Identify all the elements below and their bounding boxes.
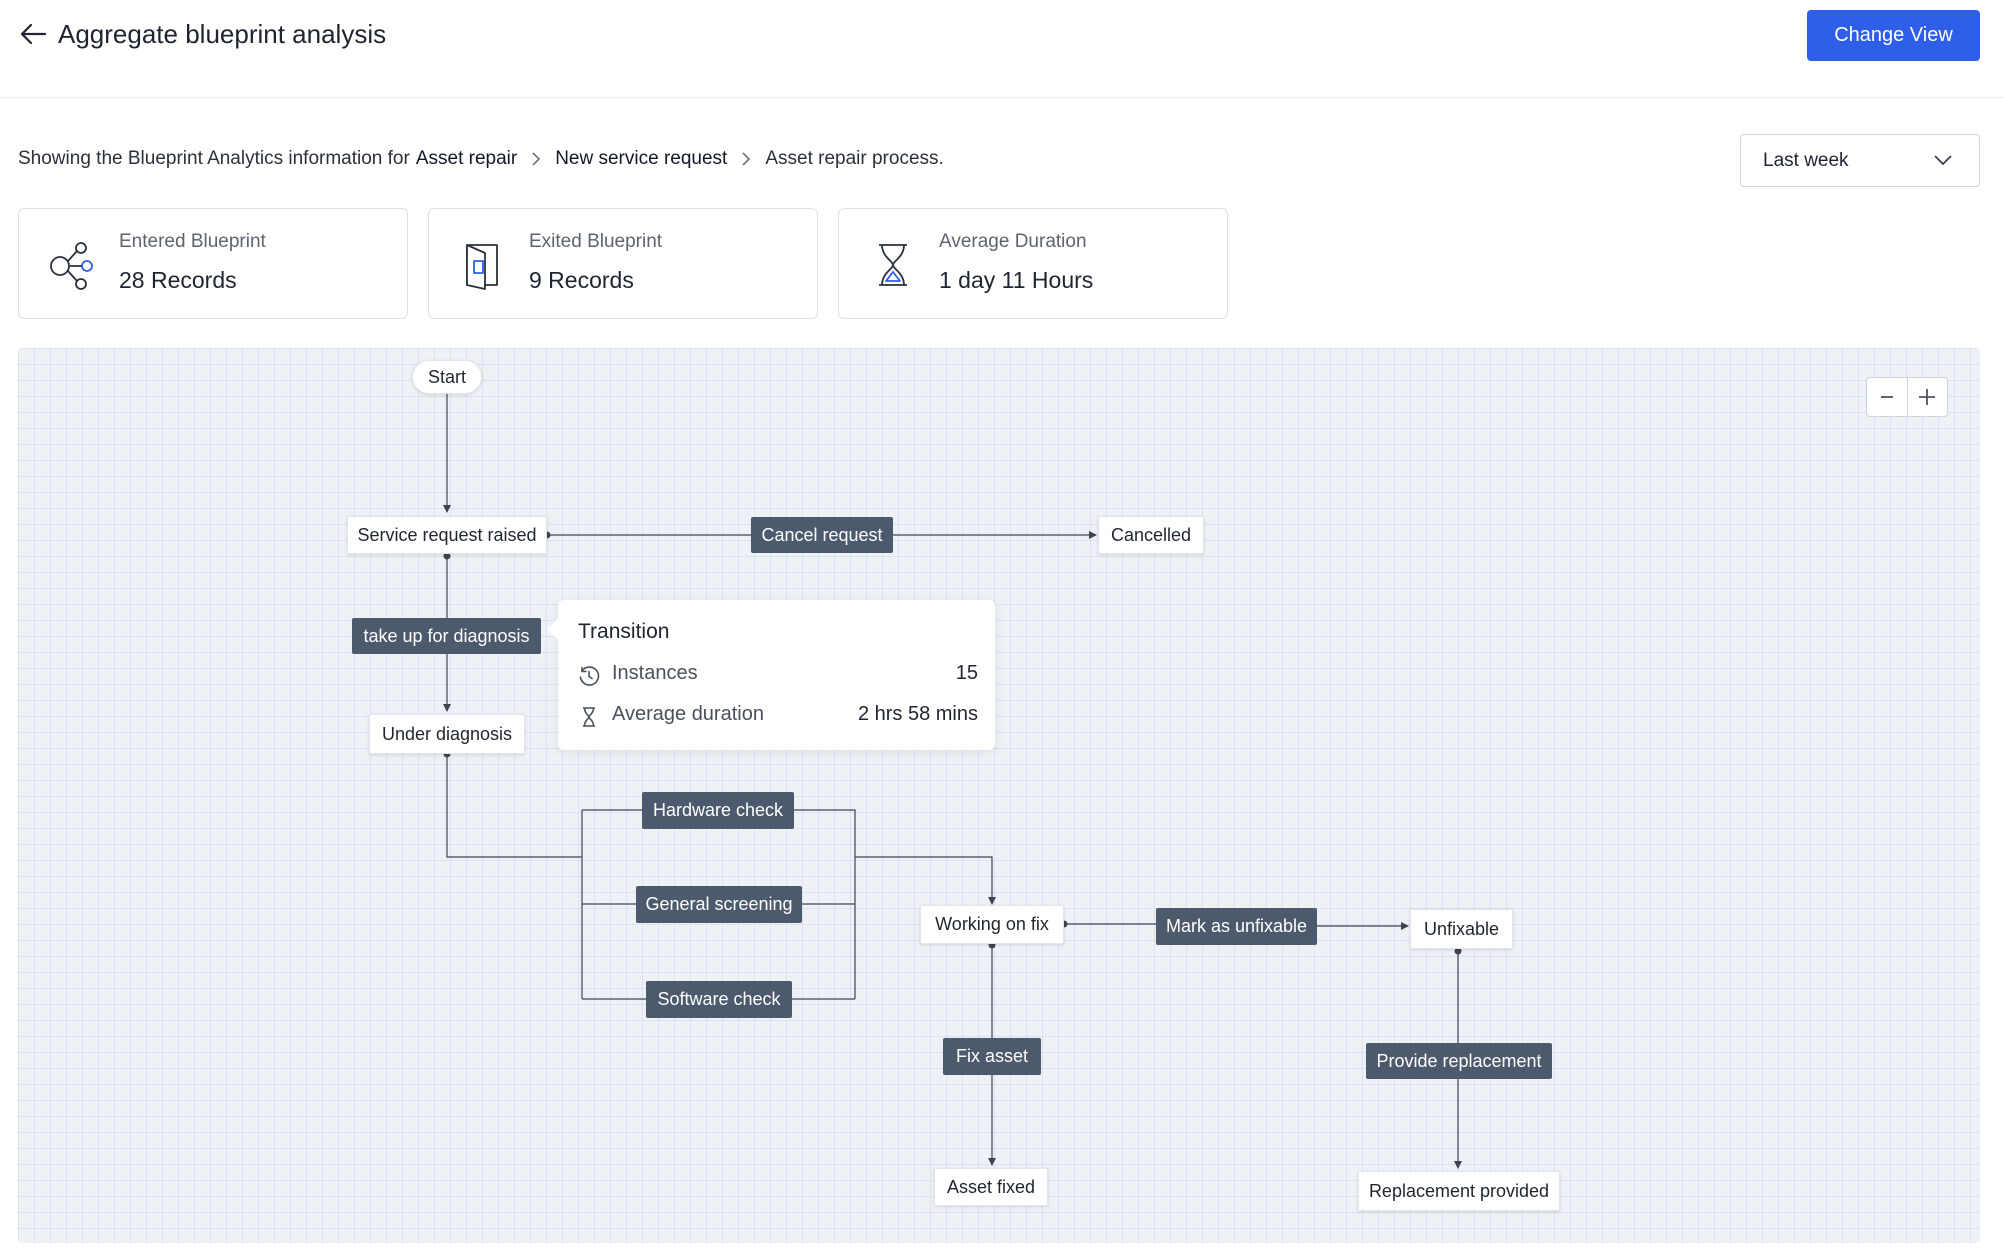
zoom-out-button[interactable] [1867,378,1907,416]
blueprint-canvas[interactable]: Start Service request raised Cancelled U… [18,348,1980,1243]
hourglass-icon [578,706,600,728]
transition-hardware-check[interactable]: Hardware check [642,792,794,829]
chevron-right-icon [739,152,753,166]
stat-value: 9 Records [529,267,634,293]
state-working-on-fix[interactable]: Working on fix [920,905,1064,944]
tooltip-instances-value: 15 [955,662,978,684]
breadcrumb-prefix: Showing the Blueprint Analytics informat… [18,148,410,169]
plus-icon [1919,389,1936,405]
hourglass-icon [867,239,919,291]
share-nodes-icon [47,239,99,291]
state-under-diagnosis[interactable]: Under diagnosis [369,714,525,754]
state-service-request-raised[interactable]: Service request raised [347,516,547,554]
tooltip-caret [547,618,558,640]
state-start[interactable]: Start [412,360,482,394]
stat-value: 28 Records [119,267,237,293]
transition-general-screening[interactable]: General screening [636,886,802,923]
zoom-divider [1906,378,1908,416]
period-select[interactable]: Last week [1740,134,1980,187]
stat-card-exited: Exited Blueprint 9 Records [428,208,818,319]
period-select-value: Last week [1763,150,1849,171]
chevron-down-icon [1934,155,1952,166]
transition-cancel-request[interactable]: Cancel request [751,517,893,553]
stat-card-entered: Entered Blueprint 28 Records [18,208,408,319]
state-asset-fixed[interactable]: Asset fixed [934,1168,1048,1206]
change-view-button[interactable]: Change View [1807,10,1980,61]
stat-value: 1 day 11 Hours [939,267,1094,293]
history-icon [578,665,600,687]
breadcrumb-layout: New service request [555,148,728,169]
state-replacement-provided[interactable]: Replacement provided [1358,1171,1560,1211]
breadcrumb-module: Asset repair [415,148,518,169]
stat-label: Average Duration [939,231,1087,252]
tooltip-instances-label: Instances [612,662,698,684]
transition-provide-replacement[interactable]: Provide replacement [1366,1043,1552,1079]
flow-connectors [443,382,1462,1169]
breadcrumb: Showing the Blueprint Analytics informat… [18,145,944,173]
stat-label: Exited Blueprint [529,231,663,252]
transition-tooltip: Transition Instances 15 [547,600,995,750]
page-title: Aggregate blueprint analysis [58,19,387,49]
tooltip-duration-value: 2 hrs 58 mins [857,703,978,725]
stat-card-duration: Average Duration 1 day 11 Hours [838,208,1228,319]
minus-icon [1880,396,1893,398]
state-cancelled[interactable]: Cancelled [1098,516,1204,554]
tooltip-duration-label: Average duration [612,703,764,725]
stat-label: Entered Blueprint [119,231,266,252]
state-unfixable[interactable]: Unfixable [1410,909,1513,949]
transition-take-up-for-diagnosis[interactable]: take up for diagnosis [352,618,541,654]
transition-software-check[interactable]: Software check [646,981,792,1018]
transition-fix-asset[interactable]: Fix asset [943,1038,1041,1075]
exit-door-icon [457,239,509,291]
tooltip-title: Transition [578,620,670,643]
tooltip-instances-row: Instances 15 [578,660,978,690]
arrow-left-icon[interactable] [18,20,48,48]
transition-mark-as-unfixable[interactable]: Mark as unfixable [1156,908,1317,945]
tooltip-duration-row: Average duration 2 hrs 58 mins [578,701,978,731]
zoom-in-button[interactable] [1907,378,1947,416]
breadcrumb-process: Asset repair process. [765,148,944,169]
chevron-right-icon [529,152,543,166]
zoom-controls [1866,377,1948,417]
page-header: Aggregate blueprint analysis Change View [0,0,2004,98]
